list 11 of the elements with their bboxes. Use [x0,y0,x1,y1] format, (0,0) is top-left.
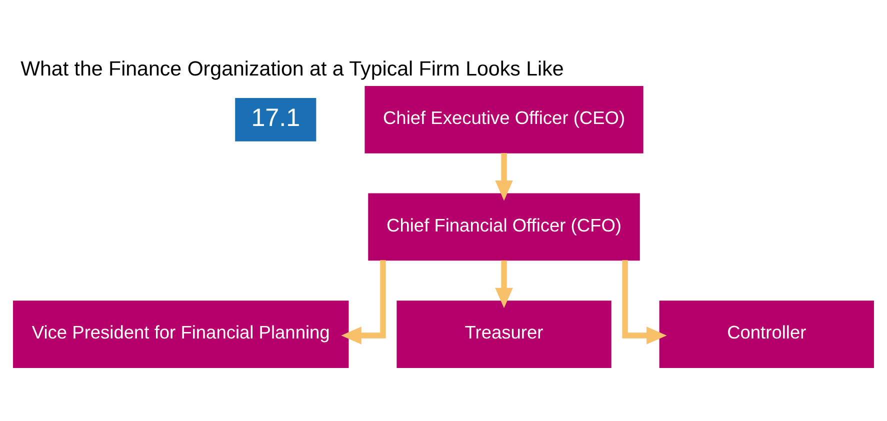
arrow [341,260,386,344]
node-box: Treasurer [396,300,612,368]
arrow [495,260,513,308]
arrow [622,260,667,344]
node-box: Vice President for Financial Planning [13,300,349,368]
node-box: Controller [659,300,874,368]
label: 17.1 [251,104,300,132]
arrow [495,152,513,200]
node-box: Chief Executive Officer (CEO) [364,85,644,153]
diagram-title: What the Finance Organization at a Typical Firm Looks Like [20,57,564,80]
node-box: Chief Financial Officer (CFO) [368,192,640,260]
